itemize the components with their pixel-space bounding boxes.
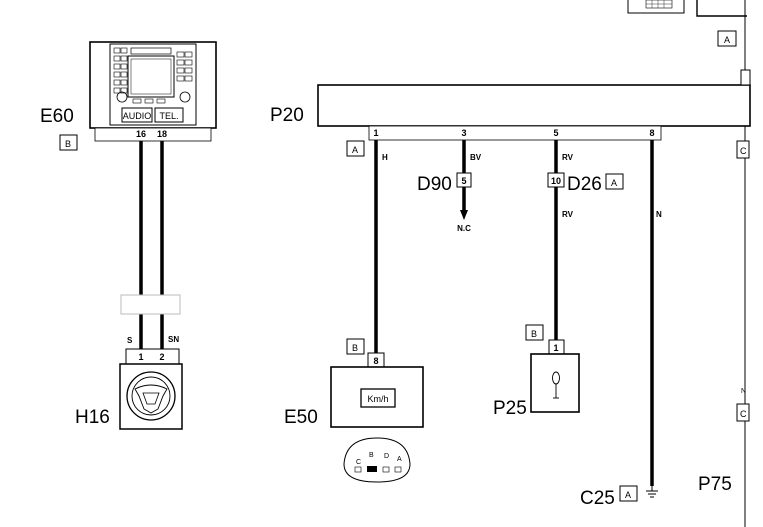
p20-pin-8: 8: [649, 128, 654, 138]
d26-tag-box: [605, 173, 624, 190]
c25-tag-box: [619, 485, 638, 502]
wire-h: H: [382, 153, 388, 162]
e60-radio-unit: AUDIO TEL. 16 18: [89, 41, 217, 142]
e60-pin-16: 16: [136, 129, 146, 139]
d26-pin-box: [547, 172, 565, 188]
d26-pin: 10: [551, 176, 561, 186]
p75-code: P75: [698, 474, 732, 495]
wire-bv: BV: [470, 153, 482, 162]
wire-rv-upper: RV: [562, 153, 574, 162]
d90-nc: N.C: [457, 224, 471, 233]
p25-code: P25: [493, 398, 527, 419]
e60-tag: B: [65, 139, 71, 149]
steering-wheel-icon: [126, 371, 176, 421]
e50-tag: B: [352, 343, 358, 353]
top-tag: A: [724, 35, 730, 45]
radio-left-buttons: [113, 47, 128, 94]
radio-knob-left: [116, 91, 128, 103]
radio-right-buttons: [176, 51, 193, 82]
sensor-icon: [552, 371, 560, 399]
d90-code: D90: [417, 174, 452, 195]
p20-connector: [368, 125, 662, 141]
wire-sleeve: [120, 294, 181, 315]
c25-tag: A: [625, 490, 631, 500]
wire-n: N: [656, 210, 662, 219]
h16-steering-controls: 1 2: [119, 348, 183, 430]
e60-code: E60: [40, 106, 74, 127]
radio-knob-right: [179, 91, 191, 103]
p20-code: P20: [270, 105, 304, 126]
p20-pin-1: 1: [373, 128, 378, 138]
wire-rv-lower: RV: [562, 210, 574, 219]
ground-icon: [646, 486, 658, 498]
p25-pin: 1: [553, 343, 558, 353]
d90-pin-box: [456, 172, 472, 188]
e50-code: E50: [284, 407, 318, 428]
d26-code: D26: [567, 174, 602, 195]
e50-tag-box: [346, 338, 365, 355]
wire-s: S: [127, 336, 133, 345]
p20-pin-3: 3: [461, 128, 466, 138]
p20-tag-box: [346, 140, 365, 157]
conn-pin-d: D: [384, 453, 389, 460]
conn-pin-b: B: [369, 452, 374, 459]
h16-pin-1: 1: [138, 352, 143, 362]
h16-pin-2: 2: [159, 352, 164, 362]
tel-button: [154, 107, 184, 123]
audio-button: [121, 107, 153, 123]
p20-tag: A: [352, 145, 358, 155]
h16-code: H16: [75, 407, 110, 428]
p25-sensor: B 1: [525, 324, 580, 413]
edge-letter: N: [741, 388, 746, 395]
conn-pin-c: C: [356, 459, 361, 466]
d90-pin: 5: [461, 176, 466, 186]
edge-tag-box-2: [736, 403, 750, 422]
tel-button-label: TEL.: [159, 111, 178, 121]
c25-code: C25: [580, 488, 615, 509]
e60-connector: [94, 127, 212, 142]
p25-tag-box: [525, 324, 544, 341]
e50-pin: 8: [373, 356, 378, 366]
d26-tag: A: [611, 178, 617, 188]
edge-tag-box: [736, 140, 750, 159]
e60-pin-18: 18: [157, 129, 167, 139]
p20-pin-5: 5: [553, 128, 558, 138]
e60-h16-wires: [120, 141, 181, 349]
e50-connector-diagram: [343, 437, 411, 483]
e60-tag-box: [59, 134, 78, 151]
e50-speedometer: B 8 Km/h: [330, 338, 424, 428]
top-right-component: A: [627, 0, 747, 47]
conn-pin-a: A: [397, 456, 402, 463]
wire-sn: SN: [168, 335, 179, 344]
p25-tag: B: [531, 329, 537, 339]
edge-tag-2: C: [740, 409, 747, 419]
kmh-display-label: Km/h: [367, 394, 388, 404]
audio-button-label: AUDIO: [123, 111, 152, 121]
wire-bv-arrow: [460, 210, 468, 220]
edge-tag: C: [740, 146, 747, 156]
kmh-display: [360, 388, 396, 408]
p20-instrument-panel: 1 3 5 8: [317, 69, 751, 141]
